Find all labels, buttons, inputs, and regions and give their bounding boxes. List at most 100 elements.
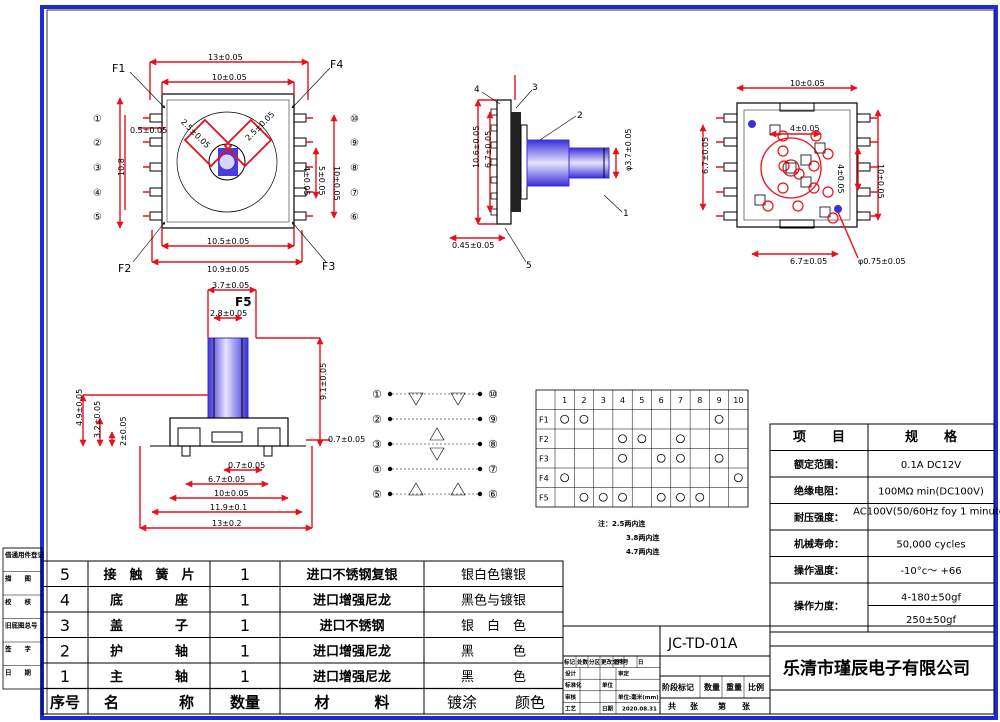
schematic-terminal-right: ⑦ bbox=[488, 463, 498, 476]
pin-label-left: ② bbox=[93, 138, 102, 149]
truth-table-column: 6 bbox=[659, 396, 664, 405]
note-1: 注：2.5两内连 bbox=[598, 519, 646, 528]
fv-dim-2: 2±0.05 bbox=[119, 416, 128, 446]
title-unit-label: 单位 bbox=[602, 681, 614, 689]
title-small-label: 更改文件号 bbox=[601, 658, 629, 666]
pin-left bbox=[149, 137, 163, 147]
bom-material: 进口不锈钢复银 bbox=[306, 567, 398, 583]
notes: 注：2.5两内连 3.8两内连 4.7两内连 bbox=[598, 519, 660, 556]
callout-f1: F1 bbox=[112, 62, 125, 75]
dim-25b: 2.5±0.05 bbox=[244, 110, 277, 143]
spec-table: 项 目规 格额定范围：0.1A DC12V绝缘电阻：100MΩ min(DC10… bbox=[769, 423, 1000, 633]
bom-material: 进口增强尼龙 bbox=[313, 643, 391, 659]
truth-table-column: 4 bbox=[620, 396, 625, 405]
bom-header-material: 材 料 bbox=[314, 693, 389, 711]
fv-dim-10: 10±0.05 bbox=[214, 489, 249, 498]
schematic-terminal-right: ⑨ bbox=[488, 413, 498, 426]
contact-mark bbox=[579, 492, 589, 502]
contact-mark bbox=[695, 492, 705, 502]
spec-header-item: 项 目 bbox=[793, 430, 845, 445]
bom-no: 4 bbox=[60, 590, 70, 609]
side-strip-label: 借通用件登记 bbox=[4, 550, 45, 559]
bom-header-finish1: 镀涂 bbox=[447, 693, 477, 711]
title-stage-label: 阶段标记 bbox=[662, 682, 694, 692]
title-stage-label: 比例 bbox=[748, 682, 764, 692]
bom-no: 3 bbox=[60, 616, 70, 635]
side-strip-label: 旧底图总号 bbox=[5, 621, 38, 630]
bv-dim-67: 6.7±0.05 bbox=[701, 137, 710, 174]
contact-mark bbox=[560, 414, 570, 424]
side-strip-label: 描 图 bbox=[5, 574, 32, 583]
fv-dim-119: 11.9±0.1 bbox=[210, 503, 247, 512]
spec-value: 100MΩ min(DC100V) bbox=[878, 486, 984, 497]
pin-left bbox=[149, 211, 163, 221]
title-row-label: 审核 bbox=[565, 693, 577, 701]
schematic-terminal-right: ⑥ bbox=[488, 488, 498, 501]
spec-value: -10°c～ +66 bbox=[900, 566, 961, 577]
bom-finish: 黑 色 bbox=[461, 669, 526, 685]
pin-right bbox=[293, 113, 307, 123]
fv-dim-07r: 0.7±0.05 bbox=[328, 435, 365, 444]
truth-table-row-label: F2 bbox=[539, 435, 549, 444]
pin-left bbox=[149, 187, 163, 197]
contact-mark bbox=[676, 492, 685, 502]
bom-qty: 1 bbox=[240, 565, 250, 584]
spec-value: AC100V(50/60Hz foy 1 minute) bbox=[853, 507, 1000, 518]
contact-mark bbox=[676, 434, 685, 444]
truth-table-column: 7 bbox=[678, 396, 683, 405]
schematic-terminal-left: ② bbox=[372, 413, 382, 426]
bom-no: 2 bbox=[60, 641, 70, 660]
bom-name: 主 轴 bbox=[110, 669, 188, 685]
dim-105: 10.5±0.05 bbox=[207, 237, 249, 246]
bom-material: 进口增强尼龙 bbox=[313, 669, 391, 685]
bottom-view: 10±0.05 4±0.05 6.7±0.05 4±0.05 10±0.05 6… bbox=[699, 79, 906, 266]
title-small-label: 签名 bbox=[613, 658, 625, 666]
schematic-terminal-right: ⑧ bbox=[488, 438, 498, 451]
contact-mark bbox=[618, 492, 627, 502]
dim-05: 0.5±0.05 bbox=[130, 126, 167, 135]
drawing-number: JC-TD-01A bbox=[667, 636, 738, 652]
dim-045: 0.45±0.05 bbox=[452, 241, 494, 250]
title-approve: 审定 bbox=[618, 670, 630, 678]
callout-3: 3 bbox=[532, 83, 538, 93]
title-sheet-label: 张 bbox=[690, 702, 699, 711]
bom-finish: 黑色与镀银 bbox=[461, 592, 526, 608]
bom-header-name: 名 称 bbox=[104, 693, 194, 711]
pin-label-left: ① bbox=[93, 114, 102, 125]
pin-label-right: ⑥ bbox=[350, 212, 359, 223]
dim-108: 10.8 bbox=[117, 158, 126, 176]
spec-value: 50,000 cycles bbox=[896, 539, 965, 550]
title-small-label: 日 bbox=[638, 659, 644, 666]
title-row-label: 设计 bbox=[565, 670, 577, 678]
pin-label-left: ⑤ bbox=[93, 212, 102, 223]
bv-dim-10v: 10±0.05 bbox=[876, 164, 885, 199]
schematic-terminal-right: ⑩ bbox=[488, 388, 498, 401]
pin-right bbox=[293, 137, 307, 147]
callout-f2: F2 bbox=[118, 262, 131, 275]
bom-material: 进口增强尼龙 bbox=[313, 592, 391, 608]
title-sheet-label: 第 bbox=[718, 701, 726, 711]
bom-qty: 1 bbox=[240, 616, 250, 635]
bv-dim-4v: 4±0.05 bbox=[836, 164, 845, 194]
fv-dim-67: 6.7±0.05 bbox=[208, 475, 245, 484]
bom-header-qty: 数量 bbox=[230, 693, 260, 711]
title-small-label: 分区 bbox=[589, 658, 601, 666]
schematic-terminal-left: ④ bbox=[372, 463, 382, 476]
fv-dim-32: 3.2±0.05 bbox=[93, 401, 102, 438]
bom-finish: 黑 色 bbox=[461, 643, 526, 659]
title-stage-label: 数量 bbox=[704, 682, 720, 692]
title-sheet-label: 共 bbox=[668, 701, 676, 711]
contact-mark bbox=[637, 434, 647, 444]
bom-header-finish2: 颜色 bbox=[515, 693, 545, 711]
pin-label-right: ⑦ bbox=[350, 188, 359, 199]
fv-dim-07: 0.7±0.05 bbox=[228, 461, 265, 470]
company-name: 乐清市瑾辰电子有限公司 bbox=[783, 658, 970, 679]
dim-106: 10.6±0.05 bbox=[472, 126, 481, 168]
spec-item-label: 操作温度： bbox=[794, 564, 844, 577]
title-date-label: 日期 bbox=[602, 704, 614, 712]
spec-item-label: 绝缘电阻： bbox=[794, 484, 844, 497]
sheet-border bbox=[40, 5, 998, 720]
callout-2: 2 bbox=[577, 111, 583, 121]
title-small-label: 标记 bbox=[563, 658, 576, 666]
